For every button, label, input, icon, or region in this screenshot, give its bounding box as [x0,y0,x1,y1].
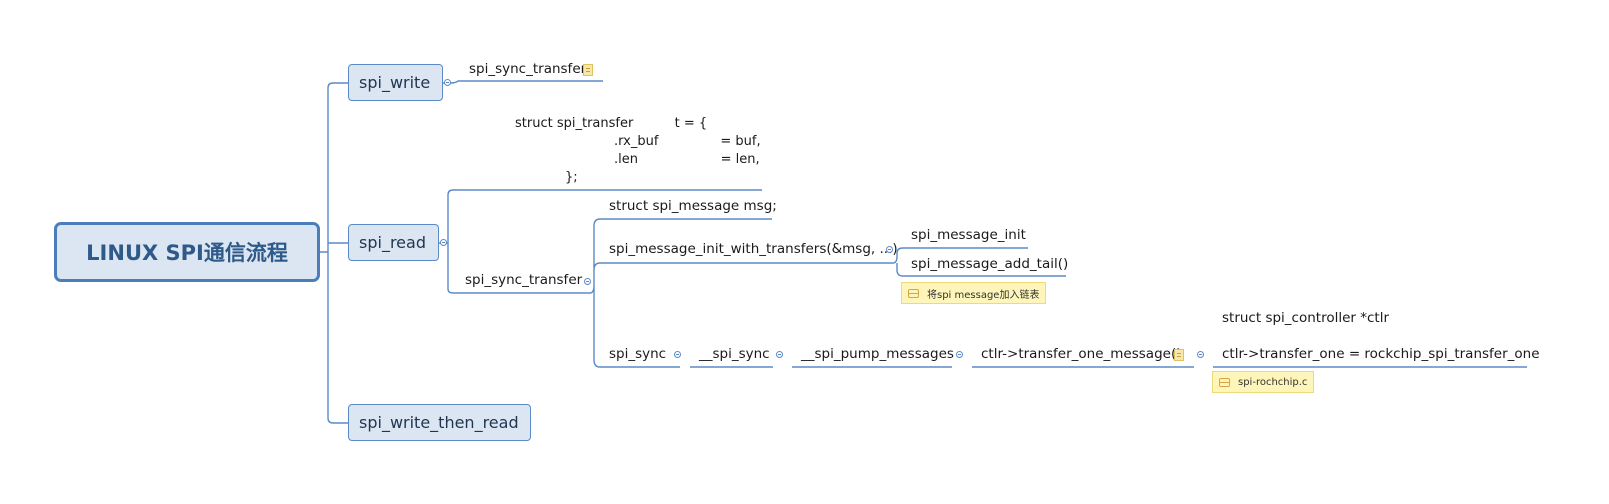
subtopic-label: __spi_sync [699,346,770,362]
sync-transfer-connector [582,218,884,368]
subtopic-transfer-one[interactable]: ctlr->transfer_one = rockchip_spi_transf… [1222,346,1540,362]
code-line-3: .len = len, [614,152,760,167]
collapse-toggle-icon[interactable] [886,246,893,253]
subtopic-write-spi-sync-transfer[interactable]: spi_sync_transfer [469,61,586,77]
subtopic-msg-decl[interactable]: struct spi_message msg; [609,198,777,214]
collapse-toggle-icon[interactable] [444,79,451,86]
root-label: LINUX SPI通信流程 [86,241,288,265]
note-icon[interactable] [1174,349,1184,361]
label-text: 将spi message加入链表 [927,289,1040,301]
subtopic-transfer-one-message[interactable]: ctlr->transfer_one_message() [981,346,1181,362]
note-icon[interactable] [583,64,593,76]
topic-label: spi_write [359,73,431,92]
collapse-toggle-icon[interactable] [440,239,447,246]
label-icon [908,288,919,298]
subtopic-msg-init-with-transfers[interactable]: spi_message_init_with_transfers(&msg, ..… [609,241,898,257]
collapse-toggle-icon[interactable] [1197,351,1204,358]
subtopic-label: ctlr->transfer_one_message() [981,346,1182,362]
subtopic-spi-sync[interactable]: spi_sync [609,346,666,362]
write-child-connector [443,80,603,84]
msg-init-connector [884,247,1066,277]
subtopic-__spi-pump-messages[interactable]: __spi_pump_messages [801,346,954,362]
subtopic-label: spi_message_add_tail() [911,256,1069,272]
subtopic-label: spi_sync_transfer [469,61,587,77]
subtopic-label: spi_message_init_with_transfers(&msg, ..… [609,241,898,257]
subtopic-label: ctlr->transfer_one = rockchip_spi_transf… [1222,346,1540,362]
code-line-4: }; [565,170,578,185]
label-text: spi-rochchip.c [1238,376,1308,388]
subtopic-label: spi_sync_transfer [465,272,583,288]
subtopic-spi-message-init[interactable]: spi_message_init [911,227,1026,243]
collapse-toggle-icon[interactable] [956,351,963,358]
label-icon [1219,377,1230,387]
collapse-toggle-icon[interactable] [584,278,591,285]
subtopic-spi-message-add-tail[interactable]: spi_message_add_tail() [911,256,1068,272]
subtopic-label: __spi_pump_messages [801,346,954,362]
collapse-toggle-icon[interactable] [674,351,681,358]
subtopic-read-spi-sync-transfer[interactable]: spi_sync_transfer [465,272,582,288]
topic-label: spi_read [359,233,426,252]
subtopic-ctlr-decl[interactable]: struct spi_controller *ctlr [1222,310,1389,326]
topic-spi-write-then-read[interactable]: spi_write_then_read [348,404,531,441]
collapse-toggle-icon[interactable] [776,351,783,358]
subtopic-label: struct spi_controller *ctlr [1222,310,1390,326]
subtopic-__spi-sync[interactable]: __spi_sync [699,346,770,362]
label-add-tail[interactable]: 将spi message加入链表 [901,282,1047,304]
subtopic-label: spi_message_init [911,227,1026,243]
root-connector [320,82,348,424]
root-topic[interactable]: LINUX SPI通信流程 [54,222,320,282]
topic-label: spi_write_then_read [359,413,519,432]
read-children-connector [439,189,762,294]
code-line-2: .rx_buf = buf, [614,134,761,149]
topic-spi-read[interactable]: spi_read [348,224,439,261]
topic-spi-write[interactable]: spi_write [348,64,443,101]
subtopic-label: struct spi_message msg; [609,198,777,214]
label-rockchip-file[interactable]: spi-rochchip.c [1212,371,1315,393]
subtopic-label: spi_sync [609,346,667,362]
code-line-1: struct spi_transfer t = { [515,116,708,131]
